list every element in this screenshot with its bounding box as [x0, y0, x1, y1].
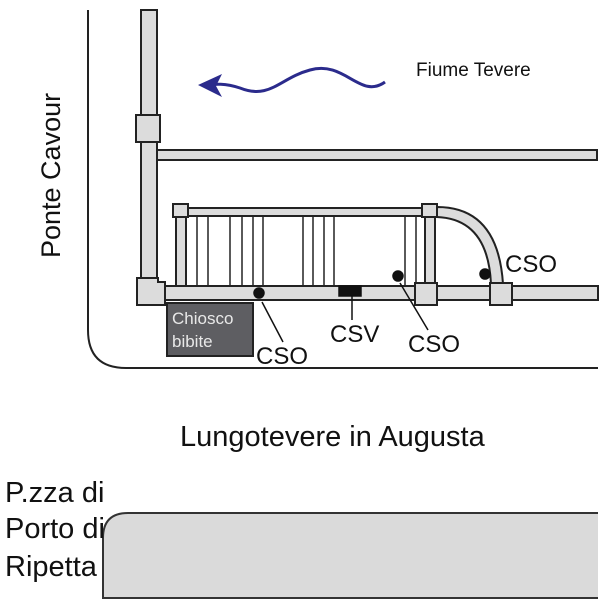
river-label: Fiume Tevere [416, 60, 531, 81]
markers [253, 268, 491, 343]
cso-point [253, 287, 265, 299]
piazza-label: Ripetta [5, 551, 98, 583]
cso-point [479, 268, 491, 280]
csv-point [338, 285, 362, 297]
vertical-pipe [140, 9, 158, 281]
railing-right-post [424, 215, 436, 285]
street-label: Lungotevere in Augusta [180, 421, 486, 453]
corner-joint [136, 277, 166, 306]
kiosk-label: Chiosco [172, 309, 233, 328]
bridge-label: Ponte Cavour [36, 93, 66, 258]
railing-left-post [175, 215, 187, 287]
pipe-joint [414, 282, 438, 306]
railing-top-rail [185, 207, 425, 217]
kiosk-box [166, 302, 254, 357]
riverbank-boundary [87, 10, 598, 369]
pipes [135, 9, 599, 306]
railing-left-cap [172, 203, 189, 218]
curved-pipe [436, 205, 505, 285]
cso-label: CSO [408, 331, 460, 358]
pipe-joint [489, 282, 513, 306]
cso-point [392, 270, 404, 282]
csv-label: CSV [330, 321, 379, 348]
cso-label: CSO [505, 251, 557, 278]
flow-arrow-icon [198, 66, 386, 97]
main-pipe [159, 285, 599, 301]
piazza-label: P.zza di [5, 477, 104, 509]
piazza-area [102, 512, 598, 599]
kiosk-label: bibite [172, 332, 213, 351]
piazza-label: Porto di [5, 513, 105, 545]
pipe-joint [135, 114, 161, 143]
upper-pipe [156, 149, 598, 161]
cso-label: CSO [256, 343, 308, 370]
railing-right-cap [421, 203, 438, 218]
railing-bars [185, 216, 417, 286]
